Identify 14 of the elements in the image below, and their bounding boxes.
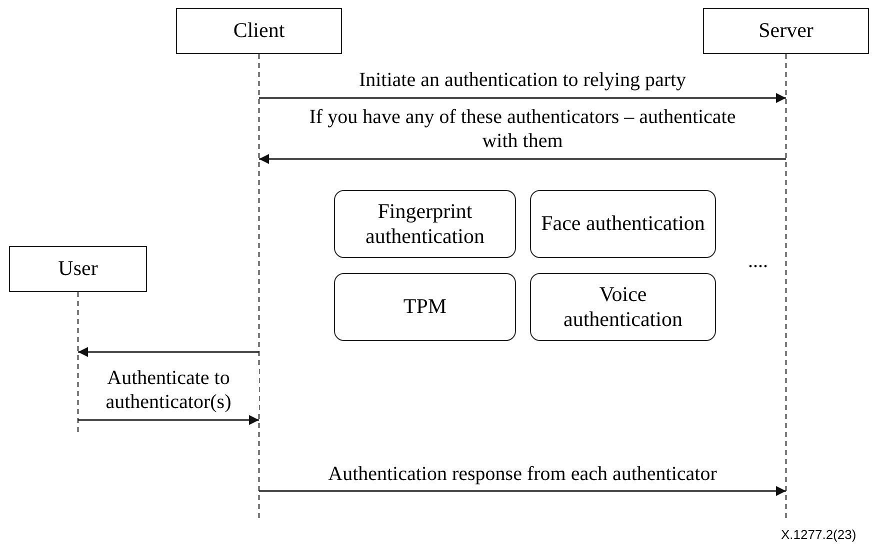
message-arrow: [78, 347, 259, 357]
message-arrow: [259, 486, 786, 496]
ellipsis-label: ....: [748, 250, 768, 273]
authenticator-box: Face authentication: [530, 190, 716, 258]
message-arrow: [259, 154, 786, 164]
participant-box: User: [9, 246, 147, 292]
authenticator-box: Fingerprint authentication: [334, 190, 516, 258]
figure-number: X.1277.2(23): [781, 527, 856, 542]
message-arrow: [259, 93, 786, 103]
participant-box: Client: [176, 8, 342, 54]
authenticator-box: TPM: [334, 273, 516, 341]
participant-box: Server: [703, 8, 869, 54]
message-arrow: [78, 415, 259, 425]
authenticator-box: Voice authentication: [530, 273, 716, 341]
